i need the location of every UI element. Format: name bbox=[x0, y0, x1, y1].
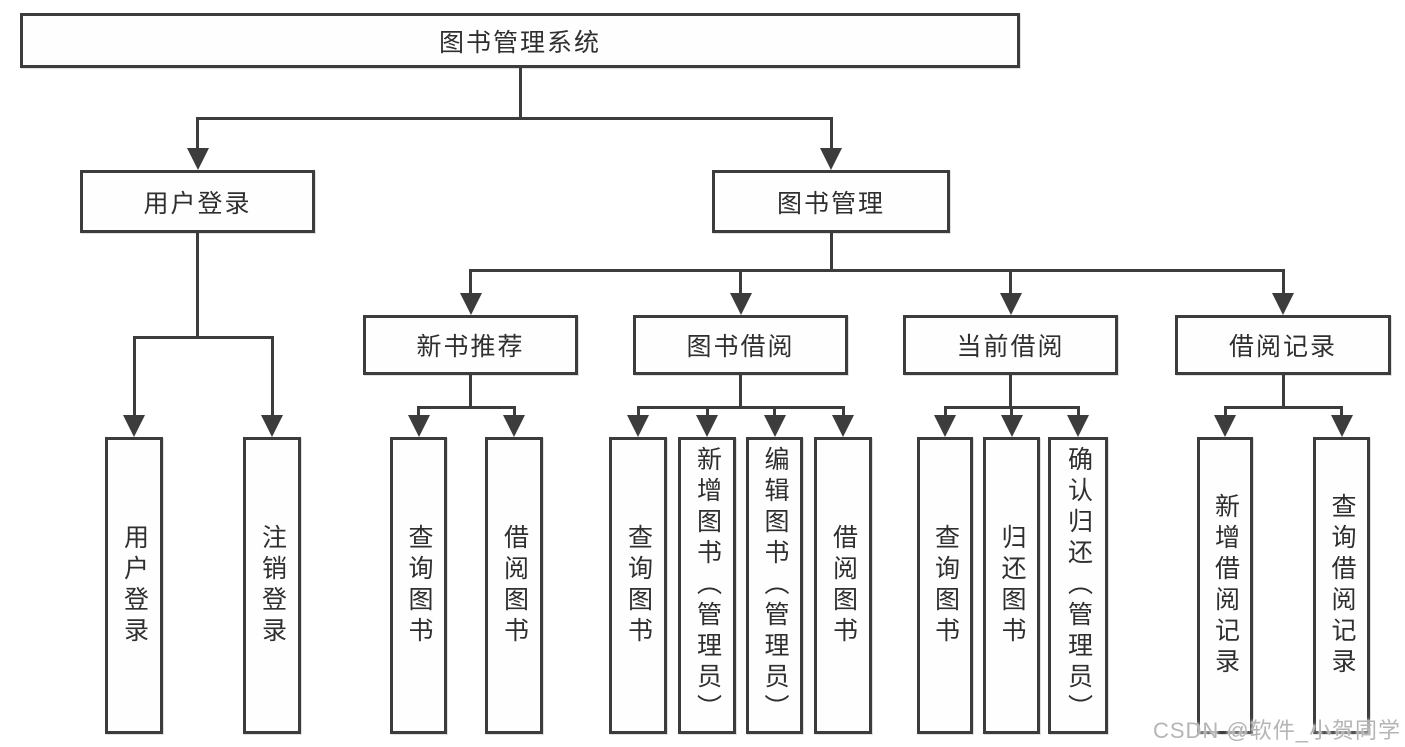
arrowhead-leaf-borrow-books-2 bbox=[832, 415, 854, 437]
arrowhead-leaf-user-login bbox=[123, 415, 145, 437]
connector-stem-leaf-return-books bbox=[1010, 406, 1013, 419]
connector-bar-book-management-system bbox=[196, 117, 833, 120]
arrowhead-user-login bbox=[186, 148, 209, 170]
leaf-edit-books-admin-label: 编辑图书（管理员） bbox=[761, 446, 789, 725]
current-borrowing-label: 当前借阅 bbox=[956, 333, 1065, 361]
leaf-confirm-return-admin-label: 确认归还（管理员） bbox=[1064, 446, 1093, 725]
arrowhead-leaf-query-books-3 bbox=[934, 415, 956, 437]
book-management-system-label: 图书管理系统 bbox=[438, 28, 601, 57]
connector-stub-book-borrowing bbox=[739, 375, 742, 409]
connector-stem-leaf-query-borrow-record bbox=[1340, 406, 1343, 419]
connector-stub-borrowing-records bbox=[1281, 375, 1285, 409]
node-leaf-logout: 注销登录 bbox=[243, 437, 301, 734]
node-book-management: 图书管理 bbox=[712, 170, 950, 233]
arrowhead-leaf-query-borrow-record bbox=[1330, 415, 1353, 437]
leaf-query-books-1-label: 查询图书 bbox=[405, 523, 433, 648]
node-leaf-edit-books-admin: 编辑图书（管理员） bbox=[746, 437, 803, 734]
connector-stem-leaf-borrow-books-2 bbox=[841, 406, 845, 419]
connector-stem-borrowing-records bbox=[1281, 269, 1285, 297]
connector-bar-book-management bbox=[469, 269, 1285, 272]
connector-stem-current-borrowing bbox=[1009, 269, 1012, 297]
borrowing-records-label: 借阅记录 bbox=[1228, 333, 1337, 361]
node-leaf-return-books: 归还图书 bbox=[983, 437, 1040, 734]
arrowhead-leaf-edit-books-admin bbox=[763, 415, 786, 437]
connector-stem-book-borrowing bbox=[739, 269, 742, 297]
node-leaf-add-borrow-record: 新增借阅记录 bbox=[1197, 437, 1253, 734]
arrowhead-leaf-add-borrow-record bbox=[1214, 415, 1236, 437]
arrowhead-leaf-query-books-2 bbox=[627, 415, 649, 437]
connector-stub-new-book-recommend bbox=[469, 375, 472, 409]
leaf-query-books-3-label: 查询图书 bbox=[931, 523, 960, 648]
node-book-management-system: 图书管理系统 bbox=[20, 13, 1020, 68]
leaf-borrow-books-1-label: 借阅图书 bbox=[500, 523, 529, 648]
node-leaf-user-login: 用户登录 bbox=[105, 437, 163, 734]
connector-stem-leaf-confirm-return-admin bbox=[1076, 406, 1080, 419]
connector-stem-leaf-logout bbox=[270, 336, 274, 419]
leaf-borrow-books-2-label: 借阅图书 bbox=[829, 523, 858, 648]
connector-stub-book-management bbox=[829, 233, 833, 272]
node-user-login: 用户登录 bbox=[80, 170, 315, 233]
node-leaf-confirm-return-admin: 确认归还（管理员） bbox=[1048, 437, 1108, 734]
node-new-book-recommend: 新书推荐 bbox=[363, 315, 578, 375]
connector-stub-book-management-system bbox=[518, 68, 522, 120]
csdn-watermark: CSDN @软件_小贺同学 bbox=[1152, 718, 1401, 743]
node-leaf-query-books-3: 查询图书 bbox=[917, 437, 973, 734]
connector-stem-leaf-query-books-1 bbox=[417, 406, 420, 419]
connector-stem-user-login bbox=[196, 117, 199, 152]
new-book-recommend-label: 新书推荐 bbox=[416, 333, 525, 361]
node-leaf-borrow-books-2: 借阅图书 bbox=[814, 437, 872, 734]
node-leaf-query-borrow-record: 查询借阅记录 bbox=[1313, 437, 1370, 734]
connector-bar-borrowing-records bbox=[1223, 406, 1343, 409]
connector-stub-current-borrowing bbox=[1009, 375, 1012, 409]
connector-stem-leaf-query-books-2 bbox=[636, 406, 640, 419]
user-login-label: 用户登录 bbox=[143, 189, 252, 218]
leaf-query-books-2-label: 查询图书 bbox=[624, 523, 653, 648]
arrowhead-book-borrowing bbox=[729, 293, 752, 315]
connector-stem-book-management bbox=[829, 117, 833, 152]
node-borrowing-records: 借阅记录 bbox=[1175, 315, 1391, 375]
leaf-add-books-admin-label: 新增图书（管理员） bbox=[693, 446, 722, 725]
connector-stem-leaf-add-books-admin bbox=[705, 406, 709, 419]
arrowhead-new-book-recommend bbox=[459, 293, 482, 315]
leaf-user-login-label: 用户登录 bbox=[120, 523, 149, 648]
arrowhead-borrowing-records bbox=[1272, 293, 1294, 315]
leaf-logout-label: 注销登录 bbox=[258, 523, 287, 648]
node-book-borrowing: 图书借阅 bbox=[633, 315, 848, 375]
connector-stem-leaf-borrow-books-1 bbox=[512, 406, 516, 419]
leaf-add-borrow-record-label: 新增借阅记录 bbox=[1211, 492, 1240, 679]
connector-stem-leaf-add-borrow-record bbox=[1223, 406, 1227, 419]
arrowhead-current-borrowing bbox=[999, 293, 1022, 315]
arrowhead-leaf-borrow-books-1 bbox=[503, 415, 525, 437]
connector-bar-book-borrowing bbox=[636, 406, 845, 409]
book-borrowing-label: 图书借阅 bbox=[686, 333, 795, 361]
leaf-return-books-label: 归还图书 bbox=[998, 523, 1026, 648]
arrowhead-leaf-return-books bbox=[1000, 415, 1023, 437]
connector-bar-user-login bbox=[132, 336, 274, 339]
connector-bar-new-book-recommend bbox=[417, 406, 516, 409]
node-leaf-query-books-2: 查询图书 bbox=[609, 437, 667, 734]
arrowhead-book-management bbox=[820, 148, 842, 170]
connector-stem-leaf-query-books-3 bbox=[943, 406, 947, 419]
book-management-label: 图书管理 bbox=[776, 189, 885, 218]
arrowhead-leaf-logout bbox=[261, 415, 283, 437]
connector-stem-leaf-user-login bbox=[132, 336, 136, 419]
arrowhead-leaf-query-books-1 bbox=[407, 415, 430, 437]
node-leaf-borrow-books-1: 借阅图书 bbox=[485, 437, 543, 734]
arrowhead-leaf-confirm-return-admin bbox=[1067, 415, 1089, 437]
arrowhead-leaf-add-books-admin bbox=[696, 415, 718, 437]
connector-stub-user-login bbox=[196, 233, 199, 339]
node-leaf-add-books-admin: 新增图书（管理员） bbox=[678, 437, 736, 734]
node-current-borrowing: 当前借阅 bbox=[903, 315, 1118, 375]
connector-stem-new-book-recommend bbox=[469, 269, 472, 297]
leaf-query-borrow-record-label: 查询借阅记录 bbox=[1328, 492, 1356, 679]
connector-stem-leaf-edit-books-admin bbox=[773, 406, 776, 419]
node-leaf-query-books-1: 查询图书 bbox=[390, 437, 447, 734]
